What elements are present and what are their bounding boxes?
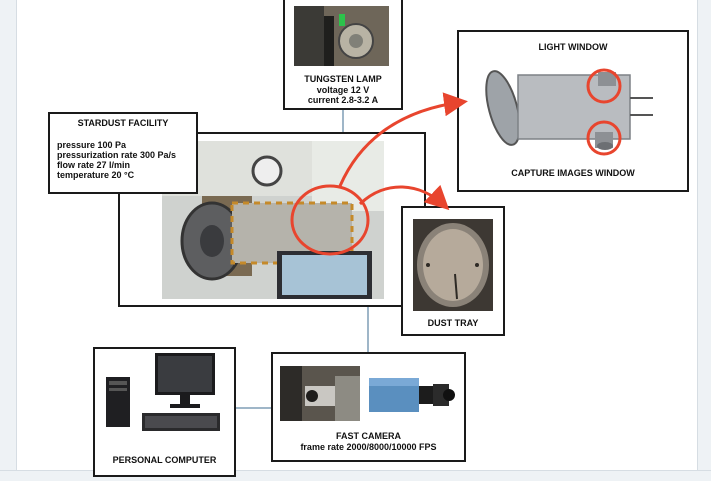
tungsten-current: current 2.8-3.2 A <box>307 95 379 105</box>
arrow-to-light-window <box>338 92 468 187</box>
capture-window-highlight <box>586 120 622 156</box>
camera-frame-rate: frame rate 2000/8000/10000 FPS <box>300 442 437 452</box>
computer-photo <box>100 353 230 443</box>
facility-photo <box>162 141 384 299</box>
computer-label: PERSONAL COMPUTER <box>112 455 217 465</box>
light-window-highlight <box>586 68 622 104</box>
chamber-render <box>478 60 668 160</box>
capture-window-label: CAPTURE IMAGES WINDOW <box>511 168 635 178</box>
stardust-flow-rate: flow rate 27 l/min <box>57 160 131 170</box>
light-window-label: LIGHT WINDOW <box>538 42 608 52</box>
dust-tray-label: DUST TRAY <box>427 318 479 328</box>
fast-camera-photo <box>365 370 455 420</box>
camera-title: FAST CAMERA <box>336 431 401 441</box>
chamber-highlight-circle <box>290 184 370 256</box>
tungsten-voltage: voltage 12 V <box>316 85 370 95</box>
camera-photo-setup <box>280 366 360 421</box>
bottom-margin <box>0 470 711 481</box>
tungsten-title: TUNGSTEN LAMP <box>304 74 382 84</box>
stardust-pressurization: pressurization rate 300 Pa/s <box>57 150 177 160</box>
left-margin <box>0 0 17 481</box>
stardust-params-box <box>48 112 198 194</box>
tungsten-lamp-photo <box>294 6 389 66</box>
dust-tray-photo <box>413 219 493 311</box>
stardust-temperature: temperature 20 °C <box>57 170 135 180</box>
right-margin <box>697 0 711 481</box>
arrow-to-dust-tray <box>358 184 450 211</box>
stardust-title-label: STARDUST FACILITY <box>77 118 169 128</box>
stardust-pressure: pressure 100 Pa <box>57 140 127 150</box>
